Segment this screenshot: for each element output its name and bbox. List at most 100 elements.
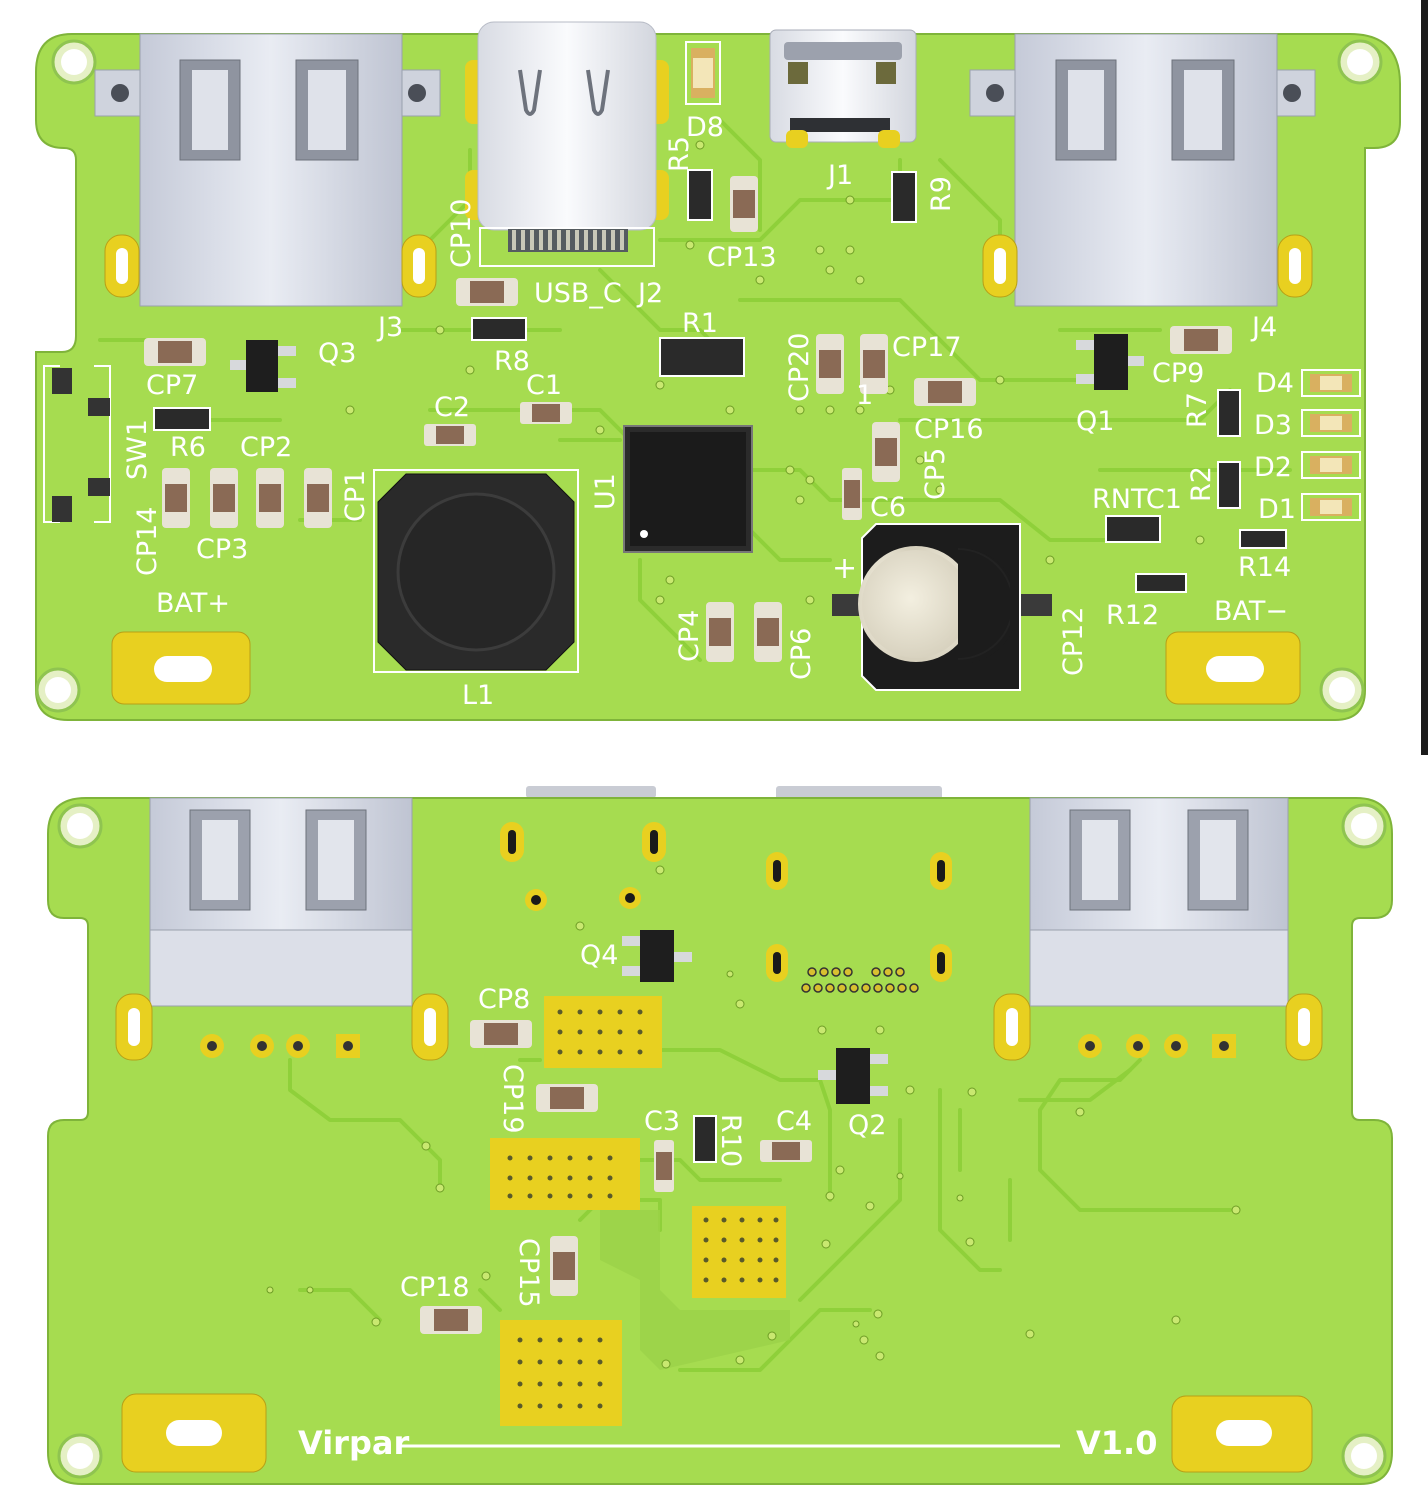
capacitor-cp10-body [456, 278, 518, 306]
label-SW1: SW1 [122, 419, 153, 480]
led-d1 [1301, 493, 1361, 521]
mount-hole [1351, 1443, 1377, 1469]
capacitor-cp14 [162, 468, 190, 528]
battery-plus-pad[interactable] [111, 631, 251, 705]
label-D2: D2 [1254, 452, 1292, 483]
label-R7: R7 [1182, 392, 1213, 428]
label-R1: R1 [682, 308, 718, 339]
label-R8: R8 [494, 346, 530, 377]
capacitor-c3 [654, 1140, 674, 1192]
resistor-r9 [891, 171, 917, 223]
battery-pad-bottom-right [1171, 1395, 1313, 1473]
electrolytic-capacitor-cp12 [832, 523, 1052, 691]
usb-a-connector-j3-bottom [115, 797, 449, 1061]
label-Q2: Q2 [848, 1110, 886, 1141]
label-C6: C6 [870, 492, 906, 523]
copper-pour [600, 1210, 790, 1370]
top-board: J3 USB_C J2 CP10 [35, 21, 1401, 721]
capacitor-cp15 [550, 1236, 578, 1296]
battery-minus-pad[interactable] [1165, 631, 1301, 705]
resistor-r12 [1135, 573, 1187, 593]
micro-pin-row [801, 967, 919, 993]
switch-sw1[interactable] [43, 365, 111, 523]
bottom-board: Q4 CP8 [47, 786, 1393, 1485]
label-L1: L1 [462, 680, 494, 711]
led-d3 [1301, 409, 1361, 437]
label-CP19: CP19 [497, 1064, 528, 1134]
transistor-q4 [622, 930, 692, 982]
resistor-r6 [153, 407, 211, 431]
thermal-vias [507, 1009, 779, 1409]
label-U1: U1 [590, 473, 621, 510]
through-hole-pins-left [200, 1034, 360, 1058]
capacitor-cp18 [420, 1306, 482, 1334]
label-CP8: CP8 [478, 984, 530, 1015]
label-CP9: CP9 [1152, 358, 1204, 389]
resistor-r5 [687, 169, 713, 221]
label-C1: C1 [526, 370, 562, 401]
label-R12: R12 [1106, 600, 1159, 631]
capacitor-cp9 [1170, 326, 1232, 354]
label-J1: J1 [826, 160, 853, 191]
label-Q3: Q3 [318, 338, 356, 369]
label-J4: J4 [1250, 312, 1277, 343]
mount-hole [45, 677, 71, 703]
label-CP12: CP12 [1058, 607, 1089, 677]
label-C3: C3 [644, 1106, 680, 1137]
usb-a-connector-j4-bottom [993, 797, 1323, 1061]
transistor-q2 [818, 1048, 888, 1104]
capacitor-cp8 [470, 1020, 532, 1048]
label-Q1: Q1 [1076, 406, 1114, 437]
label-CP15: CP15 [513, 1238, 544, 1308]
capacitor-c2 [424, 424, 476, 446]
label-R2: R2 [1186, 466, 1217, 502]
label-CP13: CP13 [707, 242, 777, 273]
label-CP3: CP3 [196, 534, 248, 565]
label-BAT-minus: BAT− [1214, 596, 1288, 627]
resistor-r2 [1217, 461, 1241, 509]
resistor-r1 [659, 337, 745, 377]
led-d8 [685, 41, 721, 105]
usb-c-connector-j2[interactable] [465, 21, 669, 267]
inductor-l1 [373, 469, 579, 673]
brand-label: Virpar [298, 1424, 409, 1462]
capacitor-cp20 [816, 334, 844, 394]
capacitor-cp6 [754, 602, 782, 662]
label-CP6: CP6 [786, 628, 817, 680]
label-USB_C: USB_C [534, 278, 622, 309]
capacitor-cp13 [730, 176, 758, 232]
label-C4: C4 [776, 1106, 812, 1137]
capacitor-cp2 [256, 468, 284, 528]
label-RNTC1: RNTC1 [1092, 484, 1182, 515]
micro-usb-connector-j1[interactable] [769, 29, 917, 148]
usb-a-connector-j4[interactable] [969, 33, 1316, 307]
resistor-r8 [471, 317, 527, 341]
capacitor-cp16 [914, 378, 976, 406]
resistor-r14 [1239, 529, 1287, 549]
label-CP4: CP4 [674, 610, 705, 662]
usb-a-connector-j3[interactable] [94, 33, 441, 307]
battery-pad-bottom-left [121, 1393, 267, 1473]
via-group [345, 140, 1205, 605]
label-CP14: CP14 [132, 507, 163, 577]
label-D4: D4 [1256, 368, 1294, 399]
label-CP7: CP7 [146, 370, 198, 401]
via-group-bottom [266, 865, 1241, 1369]
edge-strip [1421, 0, 1428, 755]
slotted-holes [500, 822, 952, 982]
label-CP18: CP18 [400, 1272, 470, 1303]
label-CP20: CP20 [784, 333, 815, 403]
label-J2: J2 [636, 278, 663, 309]
led-d4 [1301, 369, 1361, 397]
transistor-q3 [230, 340, 296, 392]
thermal-pad [490, 996, 786, 1426]
micro-usb-edge [776, 786, 942, 800]
resistor-r10 [693, 1115, 717, 1163]
capacitor-cp4 [706, 602, 734, 662]
label-D8: D8 [686, 112, 724, 143]
capacitor-cp17 [860, 334, 888, 394]
capacitor-cp19 [536, 1084, 598, 1112]
mount-hole [61, 49, 87, 75]
through-hole-pins-right [1078, 1034, 1236, 1058]
